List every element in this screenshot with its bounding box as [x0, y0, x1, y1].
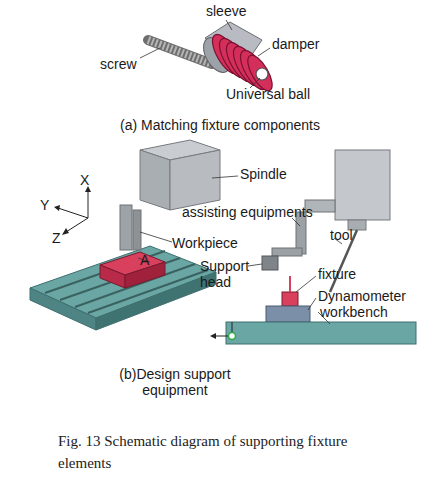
- axis-label: Y: [40, 197, 49, 213]
- universal-ball: [256, 68, 268, 80]
- spindle-cube: [120, 140, 220, 250]
- dynamometer-block: [266, 306, 310, 322]
- subfigure-title: (a) Matching fixture components: [70, 117, 370, 133]
- part-name: workbench: [320, 304, 388, 320]
- part-name: Spindle: [240, 166, 287, 182]
- part-name: Universal ball: [226, 86, 310, 102]
- axis-label: Z: [52, 230, 61, 246]
- axis-label: X: [80, 172, 89, 188]
- subfigure-title: (b)Design support equipment: [105, 366, 245, 398]
- point-label: A: [140, 252, 149, 268]
- part-name: tool: [330, 227, 353, 243]
- machine-table: [30, 246, 216, 330]
- part-name: Support head: [200, 258, 260, 290]
- workbench-slab: [226, 322, 416, 344]
- part-name: screw: [100, 56, 137, 72]
- part-name: sleeve: [206, 3, 246, 19]
- part-name: damper: [272, 36, 319, 52]
- damper-coils: [207, 30, 277, 94]
- part-name: Workpiece: [172, 235, 238, 251]
- workpiece-block: [100, 252, 165, 288]
- fixture-block: [282, 276, 298, 306]
- screw-drawing: [148, 40, 212, 64]
- part-name: fixture: [318, 266, 356, 282]
- figure-caption: Fig. 13 Schematic diagram of supporting …: [58, 430, 358, 474]
- origin-symbol: [210, 322, 236, 340]
- axis-triad: [54, 186, 91, 235]
- part-name: assisting equipments: [182, 204, 313, 220]
- part-name: Dynamometer: [318, 288, 406, 304]
- leader-lines: [140, 20, 270, 88]
